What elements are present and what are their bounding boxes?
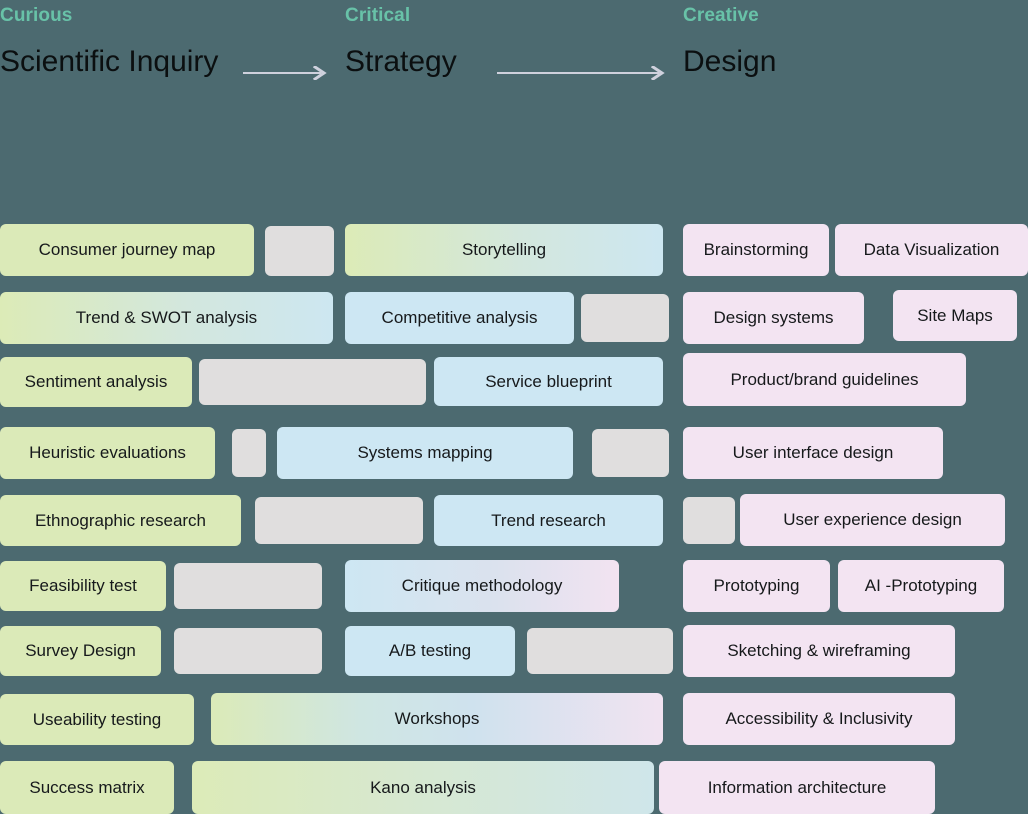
chip-spacer bbox=[683, 497, 735, 544]
chip-storytelling[interactable]: Storytelling bbox=[345, 224, 663, 276]
chip-spacer bbox=[199, 359, 426, 405]
column-title-scientific-inquiry: Scientific Inquiry bbox=[0, 45, 219, 78]
chip-spacer bbox=[255, 497, 423, 544]
chip-useability-testing[interactable]: Useability testing bbox=[0, 694, 194, 745]
chip-service-blueprint[interactable]: Service blueprint bbox=[434, 357, 663, 406]
arrow-strategy-to-design bbox=[497, 66, 667, 80]
chip-consumer-journey-map[interactable]: Consumer journey map bbox=[0, 224, 254, 276]
chip-trend-research[interactable]: Trend research bbox=[434, 495, 663, 546]
chip-workshops[interactable]: Workshops bbox=[211, 693, 663, 745]
chip-information-architecture[interactable]: Information architecture bbox=[659, 761, 935, 814]
chip-spacer bbox=[265, 226, 334, 276]
chip-site-maps[interactable]: Site Maps bbox=[893, 290, 1017, 341]
chip-sketching-and-wireframing[interactable]: Sketching & wireframing bbox=[683, 625, 955, 677]
column-header-creative: Creative Design bbox=[683, 0, 776, 77]
column-headers: Curious Scientific Inquiry Critical Stra… bbox=[0, 0, 1028, 108]
chip-spacer bbox=[527, 628, 673, 674]
chip-spacer bbox=[232, 429, 266, 477]
chip-ethnographic-research[interactable]: Ethnographic research bbox=[0, 495, 241, 546]
eyebrow-label-curious: Curious bbox=[0, 5, 73, 26]
eyebrow-label-critical: Critical bbox=[345, 5, 411, 26]
chip-accessibility-and-inclusivity[interactable]: Accessibility & Inclusivity bbox=[683, 693, 955, 745]
chip-competitive-analysis[interactable]: Competitive analysis bbox=[345, 292, 574, 344]
chip-spacer bbox=[174, 628, 322, 674]
column-header-curious: Curious Scientific Inquiry bbox=[0, 0, 218, 77]
chip-design-systems[interactable]: Design systems bbox=[683, 292, 864, 344]
chip-heuristic-evaluations[interactable]: Heuristic evaluations bbox=[0, 427, 215, 479]
eyebrow-label-creative: Creative bbox=[683, 5, 759, 26]
chip-survey-design[interactable]: Survey Design bbox=[0, 626, 161, 676]
chip-product-brand-guidelines[interactable]: Product/brand guidelines bbox=[683, 353, 966, 406]
chip-kano-analysis[interactable]: Kano analysis bbox=[192, 761, 654, 814]
column-title-strategy: Strategy bbox=[345, 45, 457, 78]
chip-brainstorming[interactable]: Brainstorming bbox=[683, 224, 829, 276]
chip-sentiment-analysis[interactable]: Sentiment analysis bbox=[0, 357, 192, 407]
chip-user-experience-design[interactable]: User experience design bbox=[740, 494, 1005, 546]
chip-spacer bbox=[581, 294, 669, 342]
chip-spacer bbox=[592, 429, 669, 477]
chip-systems-mapping[interactable]: Systems mapping bbox=[277, 427, 573, 479]
chip-data-visualization[interactable]: Data Visualization bbox=[835, 224, 1028, 276]
chip-user-interface-design[interactable]: User interface design bbox=[683, 427, 943, 479]
chip-prototyping[interactable]: Prototyping bbox=[683, 560, 830, 612]
chip-trend-and-swot-analysis[interactable]: Trend & SWOT analysis bbox=[0, 292, 333, 344]
chip-ai-prototyping[interactable]: AI -Prototyping bbox=[838, 560, 1004, 612]
chip-feasibility-test[interactable]: Feasibility test bbox=[0, 561, 166, 611]
chip-success-matrix[interactable]: Success matrix bbox=[0, 761, 174, 814]
arrow-inquiry-to-strategy bbox=[243, 66, 329, 80]
column-header-critical: Critical Strategy bbox=[345, 0, 457, 77]
chip-critique-methodology[interactable]: Critique methodology bbox=[345, 560, 619, 612]
chip-a-b-testing[interactable]: A/B testing bbox=[345, 626, 515, 676]
chip-spacer bbox=[174, 563, 322, 609]
column-title-design: Design bbox=[683, 45, 777, 78]
